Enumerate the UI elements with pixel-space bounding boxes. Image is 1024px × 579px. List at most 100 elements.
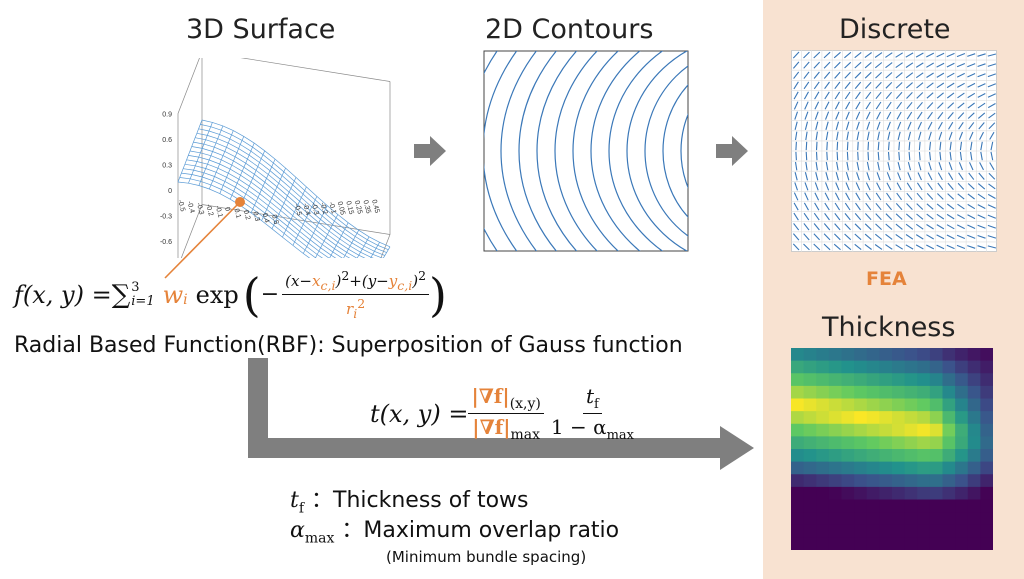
heatmap-cell — [791, 524, 805, 538]
orientation-mark — [936, 224, 945, 230]
orientation-mark — [905, 213, 913, 220]
contour-line — [572, 51, 620, 251]
heatmap-cell — [904, 411, 918, 425]
heatmap-cell — [866, 486, 880, 500]
orientation-mark — [915, 52, 924, 58]
heatmap-cell — [828, 348, 842, 362]
orientation-mark — [876, 172, 881, 181]
orientation-mark — [929, 141, 932, 151]
orientation-mark — [937, 182, 944, 191]
orientation-mark — [814, 111, 819, 120]
orientation-mark — [824, 91, 830, 100]
x-tick-label: 0.2 — [242, 209, 251, 220]
orientation-mark — [916, 82, 924, 89]
orientation-mark — [857, 151, 859, 161]
orientation-mark — [865, 101, 871, 110]
orientation-mark — [929, 151, 932, 161]
heatmap-cell — [955, 373, 969, 387]
heatmap-cell — [879, 449, 893, 463]
heatmap-cell — [942, 436, 956, 450]
orientation-mark — [877, 161, 880, 171]
heatmap-cell — [967, 360, 981, 374]
heatmap-cell — [866, 348, 880, 362]
heatmap-cell — [828, 385, 842, 399]
orientation-mark — [793, 202, 799, 211]
orientation-mark — [896, 182, 902, 191]
orientation-mark — [885, 223, 893, 230]
orientation-mark — [875, 81, 882, 89]
orientation-mark — [826, 151, 828, 161]
heatmap-cell — [980, 486, 993, 500]
orientation-mark — [793, 81, 799, 90]
orientation-mark — [987, 63, 997, 67]
orientation-mark — [926, 92, 934, 99]
heatmap-cell — [866, 537, 880, 550]
orientation-mark — [804, 172, 809, 181]
orientation-mark — [874, 62, 883, 69]
orientation-mark — [967, 214, 976, 220]
orientation-mark — [926, 224, 934, 230]
heatmap-cell — [955, 398, 969, 412]
orientation-mark — [968, 122, 975, 130]
orientation-mark — [898, 151, 901, 161]
orientation-mark — [946, 52, 955, 58]
heatmap-cell — [791, 499, 805, 513]
orientation-mark — [846, 151, 849, 161]
heatmap-cell — [904, 461, 918, 475]
orientation-mark — [987, 53, 997, 57]
orientation-mark — [835, 172, 840, 181]
heatmap-cell — [929, 537, 943, 550]
orientation-mark — [864, 223, 872, 231]
heatmap-cell — [803, 524, 817, 538]
heatmap-cell — [942, 411, 956, 425]
heatmap-cell — [879, 423, 893, 437]
orientation-mark — [865, 182, 871, 191]
orientation-mark — [918, 161, 922, 171]
heatmap-cell — [828, 486, 842, 500]
orientation-mark — [896, 192, 903, 201]
orientation-mark — [927, 121, 933, 130]
orientation-mark — [958, 121, 964, 130]
heatmap-cell — [967, 499, 981, 513]
orientation-mark — [979, 162, 984, 171]
orientation-mark — [813, 61, 821, 69]
orientation-mark — [916, 192, 923, 201]
orientation-mark — [803, 202, 809, 211]
orientation-mark — [834, 101, 840, 110]
orientation-mark — [835, 111, 840, 120]
heatmap-cell — [828, 461, 842, 475]
orientation-mark — [887, 131, 891, 141]
orientation-mark — [926, 72, 934, 78]
contour-line — [626, 51, 688, 251]
heatmap-cell — [879, 499, 893, 513]
rbf-lhs: f(x, y) = — [14, 280, 112, 309]
heatmap-cell — [816, 348, 830, 362]
orientation-mark — [949, 141, 952, 151]
y-tick-label: 0.25 — [353, 200, 363, 215]
floor-right-edge — [380, 234, 391, 258]
orientation-mark — [906, 192, 913, 201]
orientation-mark — [805, 141, 808, 151]
x-tick-label: -0.4 — [185, 200, 195, 214]
orientation-mark — [805, 161, 808, 171]
heatmap-cell — [828, 398, 842, 412]
orientation-mark — [895, 223, 903, 230]
heatmap-cell — [917, 524, 931, 538]
orientation-mark — [877, 131, 880, 141]
one-minus-alpha: 1 − α — [550, 415, 607, 439]
orientation-mark — [907, 161, 912, 171]
orientation-mark — [865, 202, 872, 211]
orientation-mark — [874, 233, 883, 240]
heatmap-cell — [917, 512, 931, 526]
orientation-mark — [916, 213, 924, 220]
thickness-lhs: t(x, y) = — [370, 399, 469, 428]
heatmap-cell — [917, 411, 931, 425]
orientation-mark — [895, 52, 903, 58]
heatmap-cell — [816, 360, 830, 374]
orientation-mark — [946, 203, 955, 210]
orientation-mark — [826, 141, 828, 151]
orientation-mark — [864, 71, 872, 79]
contour-line — [590, 51, 641, 251]
heatmap-cell — [917, 461, 931, 475]
